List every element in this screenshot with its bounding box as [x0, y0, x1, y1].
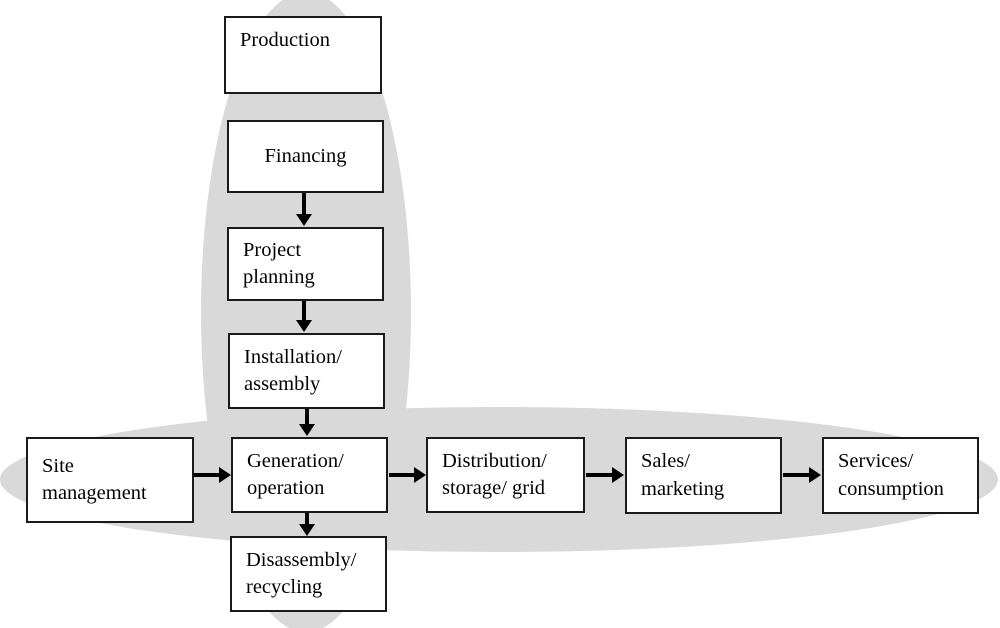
- node-financing[interactable]: Financing: [227, 120, 384, 193]
- node-production-label: Production: [240, 29, 330, 51]
- node-generation-operation-label: Generation/ operation: [247, 449, 344, 499]
- node-site-management-label: Site management: [42, 454, 147, 504]
- node-project-planning-label: Project planning: [243, 238, 315, 288]
- arrow-generation-to-distribution: [389, 473, 415, 477]
- arrow-financing-to-project-planning: [302, 193, 306, 215]
- node-sales-marketing-label: Sales/ marketing: [641, 450, 725, 500]
- node-distribution-storage-grid-label: Distribution/ storage/ grid: [442, 449, 547, 499]
- arrow-project-planning-to-installation: [302, 301, 306, 321]
- node-production[interactable]: Production: [224, 16, 382, 94]
- node-installation-assembly[interactable]: Installation/ assembly: [228, 333, 385, 409]
- node-generation-operation[interactable]: Generation/ operation: [231, 437, 388, 513]
- node-installation-assembly-label: Installation/ assembly: [244, 345, 342, 395]
- node-services-consumption[interactable]: Services/ consumption: [822, 437, 979, 514]
- node-services-consumption-label: Services/ consumption: [838, 450, 944, 500]
- node-disassembly-recycling[interactable]: Disassembly/ recycling: [230, 536, 387, 612]
- arrow-installation-to-generation: [305, 409, 309, 425]
- arrow-sales-to-services: [783, 473, 810, 477]
- node-sales-marketing[interactable]: Sales/ marketing: [625, 437, 782, 514]
- node-distribution-storage-grid[interactable]: Distribution/ storage/ grid: [426, 437, 585, 513]
- node-project-planning[interactable]: Project planning: [227, 227, 384, 301]
- arrow-generation-to-disassembly: [305, 513, 309, 525]
- node-site-management[interactable]: Site management: [26, 437, 194, 523]
- node-financing-label: Financing: [264, 144, 347, 167]
- node-disassembly-recycling-label: Disassembly/ recycling: [246, 548, 357, 598]
- arrow-site-management-to-generation: [194, 473, 220, 477]
- arrow-distribution-to-sales: [586, 473, 613, 477]
